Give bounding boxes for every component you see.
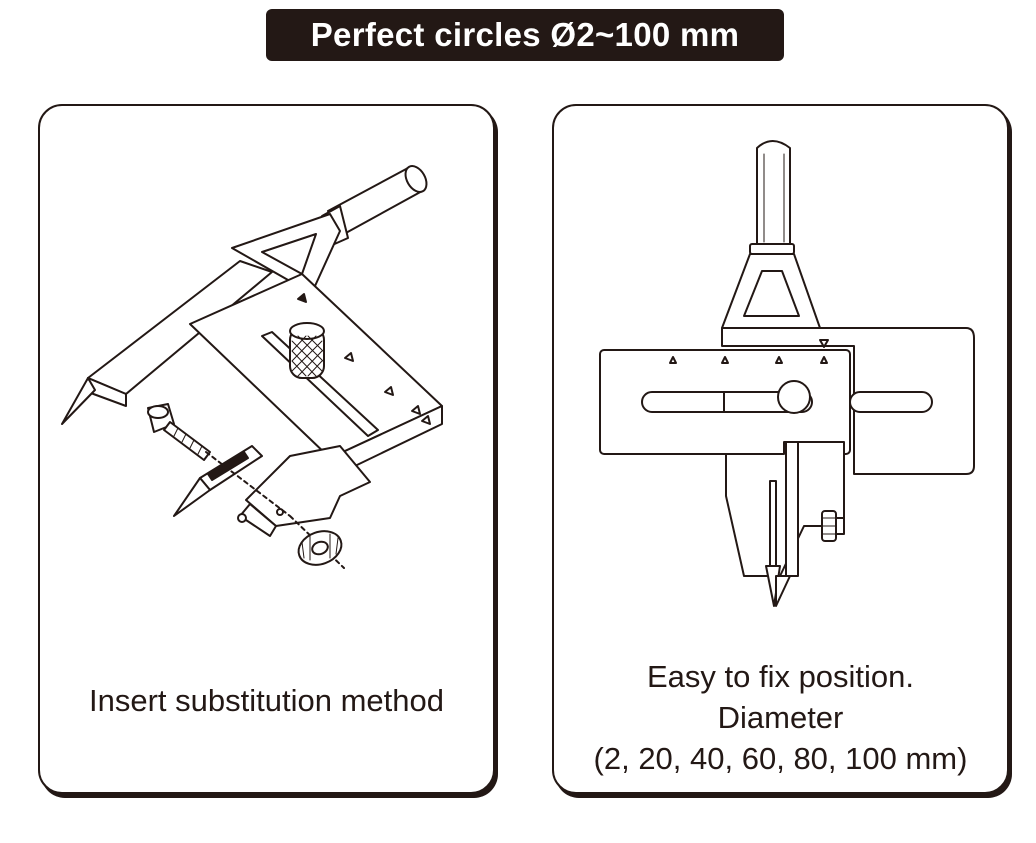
caption-line-2: Diameter	[717, 700, 844, 735]
panel-fix-position: Easy to fix position. Diameter (2, 20, 4…	[552, 104, 1009, 794]
banner-title: Perfect circles Ø2~100 mm	[310, 16, 740, 53]
circle-cutter-top-view-icon	[599, 140, 975, 607]
title-banner: Perfect circles Ø2~100 mm	[266, 9, 784, 61]
caption-insert-substitution: Insert substitution method	[89, 683, 444, 718]
circle-cutter-exploded-icon	[61, 165, 443, 569]
caption-line-3: (2, 20, 40, 60, 80, 100 mm)	[593, 741, 968, 776]
caption-fix-position: Easy to fix position. Diameter (2, 20, 4…	[554, 656, 1007, 779]
caption-line-1: Easy to fix position.	[646, 659, 915, 694]
panel-insert-substitution: Insert substitution method	[38, 104, 495, 794]
